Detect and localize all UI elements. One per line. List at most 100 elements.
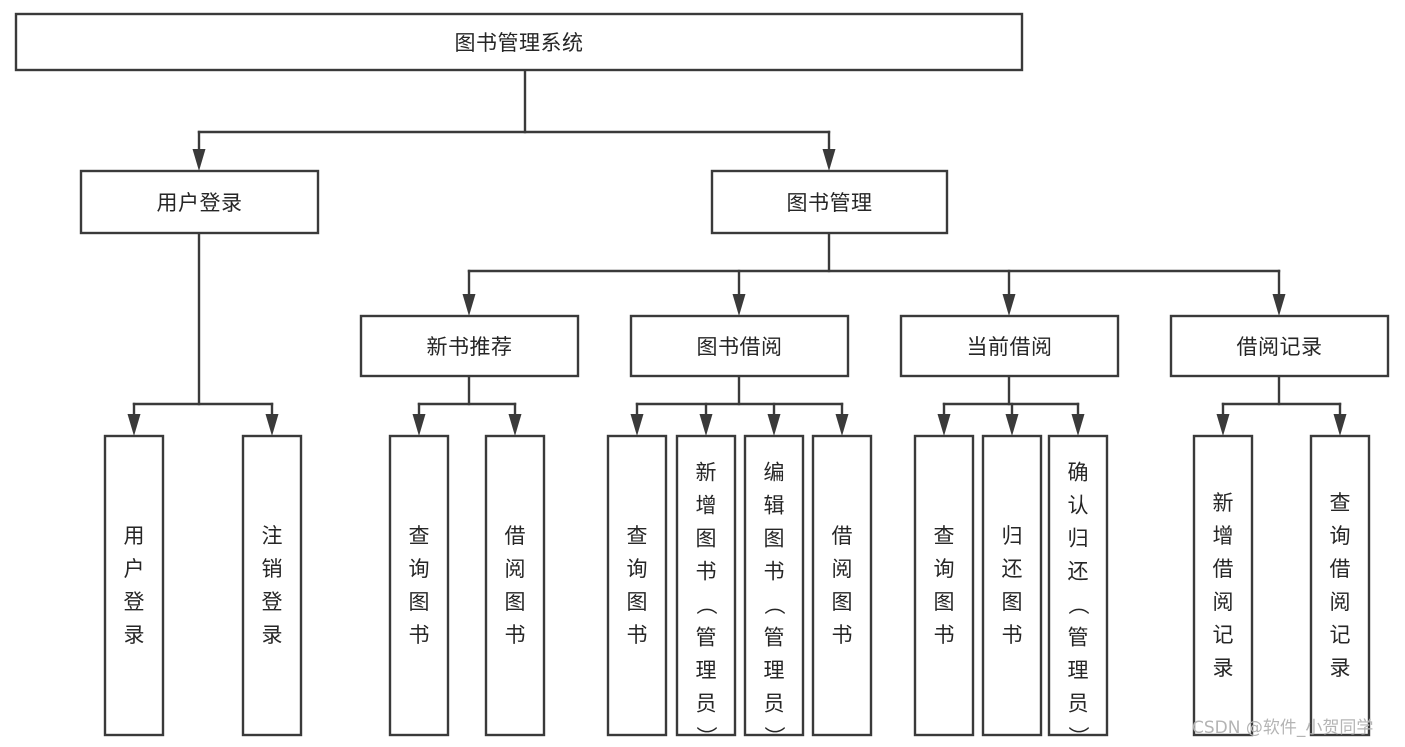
node-box-leaf-query-book-1[interactable] <box>388 434 450 737</box>
arrow-head-icon <box>127 414 141 436</box>
node-label-char: 新 <box>1213 491 1234 515</box>
node-box-leaf-borrow-book-1[interactable] <box>484 434 546 737</box>
node-label-char: ） <box>694 726 718 747</box>
node-label-leaf-user-login: 用户登录 <box>124 524 145 647</box>
node-label-char: 图 <box>832 590 853 614</box>
node-box-leaf-user-login[interactable] <box>103 434 165 737</box>
node-book-borrow[interactable]: 图书借阅 <box>629 314 850 378</box>
node-box-leaf-query-book-3[interactable] <box>913 434 975 737</box>
watermark-layer: CSDN @软件_小贺同学 <box>1192 718 1373 738</box>
node-label-char: 查 <box>409 524 430 548</box>
node-label-char: 记 <box>1213 623 1234 647</box>
node-box-leaf-return-book[interactable] <box>981 434 1043 737</box>
connector-group-book-manage-to-level2 <box>462 231 1286 316</box>
node-box-root[interactable] <box>14 12 1024 72</box>
node-label-char: 员 <box>1068 692 1089 716</box>
node-label-char: 员 <box>696 692 717 716</box>
node-label-char: 辑 <box>764 494 785 518</box>
node-label-char: 书 <box>832 623 853 647</box>
node-box-leaf-add-borrow-record[interactable] <box>1192 434 1254 737</box>
node-book-manage[interactable]: 图书管理 <box>710 169 949 235</box>
node-box-leaf-logout[interactable] <box>241 434 303 737</box>
connector-group-book-borrow-to-leaves <box>630 374 849 436</box>
arrow-head-icon <box>462 294 476 316</box>
node-new-book-recommend[interactable]: 新书推荐 <box>359 314 580 378</box>
node-label-char: 书 <box>627 623 648 647</box>
arrow-head-icon <box>937 414 951 436</box>
node-user-login[interactable]: 用户登录 <box>79 169 320 235</box>
node-box-borrow-record[interactable] <box>1169 314 1390 378</box>
node-box-user-login[interactable] <box>79 169 320 235</box>
node-current-borrow[interactable]: 当前借阅 <box>899 314 1120 378</box>
node-label-char: 注 <box>262 524 283 548</box>
node-leaf-user-login[interactable]: 用户登录 <box>103 434 165 737</box>
arrow-head-icon <box>192 149 206 171</box>
node-box-leaf-edit-book-admin[interactable] <box>743 434 805 737</box>
arrow-head-icon <box>1216 414 1230 436</box>
node-label-char: ） <box>1066 726 1090 747</box>
node-label-char: 销 <box>262 557 283 581</box>
node-borrow-record[interactable]: 借阅记录 <box>1169 314 1390 378</box>
arrow-head-icon <box>1002 294 1016 316</box>
node-box-leaf-query-borrow-record[interactable] <box>1309 434 1371 737</box>
node-label-char: 图 <box>409 590 430 614</box>
csdn-watermark: CSDN @软件_小贺同学 <box>1192 718 1373 738</box>
node-label-char: 阅 <box>1213 590 1234 614</box>
node-label-char: 录 <box>124 623 145 647</box>
node-box-book-manage[interactable] <box>710 169 949 235</box>
node-label-char: 询 <box>934 557 955 581</box>
connector-group-borrow-record-to-leaves <box>1216 374 1347 436</box>
node-label-char: 录 <box>1330 656 1351 680</box>
node-label-char: 询 <box>627 557 648 581</box>
node-box-leaf-query-book-2[interactable] <box>606 434 668 737</box>
connector-group-root-to-level1 <box>192 68 836 171</box>
node-label-root: 图书管理系统 <box>455 31 584 55</box>
node-box-leaf-add-book-admin[interactable] <box>675 434 737 737</box>
node-label-char: 用 <box>124 524 145 548</box>
node-label-char: 理 <box>764 659 785 683</box>
node-label-char: 还 <box>1002 557 1023 581</box>
node-label-book-borrow: 图书借阅 <box>697 335 783 359</box>
arrow-head-icon <box>732 294 746 316</box>
node-label-char: 借 <box>505 524 526 548</box>
arrow-head-icon <box>767 414 781 436</box>
node-box-leaf-confirm-return-admin[interactable] <box>1047 434 1109 737</box>
node-box-leaf-borrow-book-2[interactable] <box>811 434 873 737</box>
node-root[interactable]: 图书管理系统 <box>14 12 1024 72</box>
node-label-char: 录 <box>262 623 283 647</box>
node-label-char: 管 <box>764 626 785 650</box>
node-label-char: 图 <box>696 527 717 551</box>
node-label-char: 借 <box>1213 557 1234 581</box>
node-box-new-book-recommend[interactable] <box>359 314 580 378</box>
node-label-char: 认 <box>1068 494 1089 518</box>
arrow-head-icon <box>630 414 644 436</box>
arrow-head-icon <box>265 414 279 436</box>
node-label-char: 书 <box>764 560 785 584</box>
node-box-book-borrow[interactable] <box>629 314 850 378</box>
node-label-char: （ <box>694 594 718 615</box>
node-box-current-borrow[interactable] <box>899 314 1120 378</box>
node-label-char: 录 <box>1213 656 1234 680</box>
node-label-char: 户 <box>124 557 145 581</box>
node-label-char: 登 <box>262 590 283 614</box>
arrow-head-icon <box>1071 414 1085 436</box>
arrow-head-icon <box>835 414 849 436</box>
